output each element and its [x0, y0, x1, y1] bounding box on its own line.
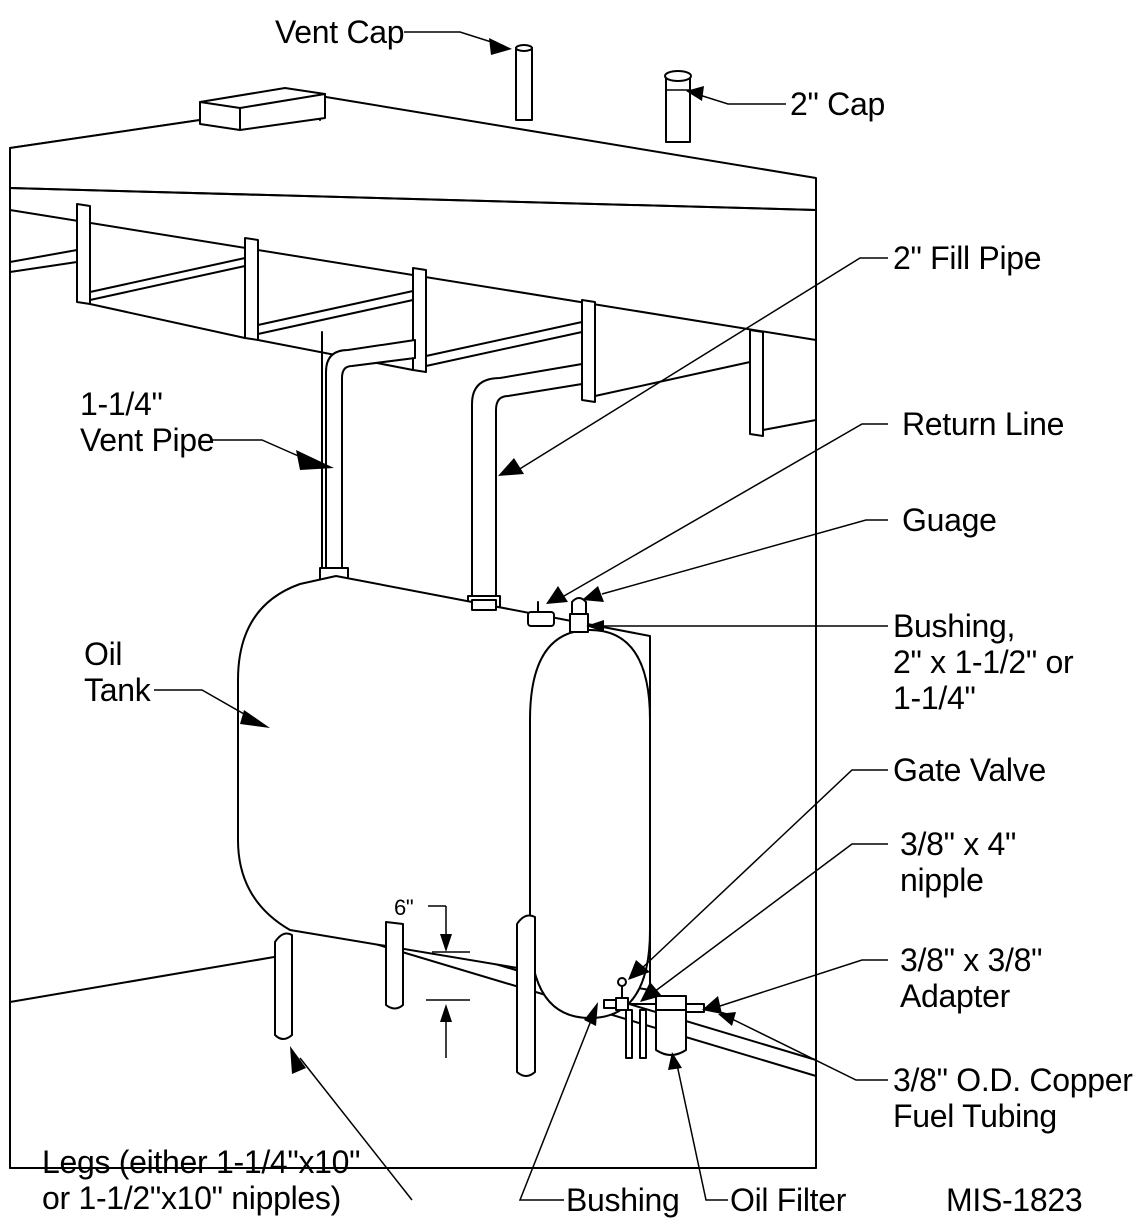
vent-cap-pipe: [515, 44, 533, 121]
floor-joists: [9, 203, 817, 437]
label-bushing-top-alt: 1-1/4": [893, 680, 976, 716]
tank-top-fittings: [527, 597, 589, 633]
oil-tank: [237, 575, 651, 1019]
label-bushing-bottom: Bushing: [566, 1182, 680, 1218]
label-vent-pipe: Vent Pipe: [80, 422, 215, 458]
label-fuel-tubing: Fuel Tubing: [893, 1098, 1057, 1134]
fill-cap-pipe: [664, 70, 692, 143]
leader-lines: [154, 31, 888, 1201]
label-vent-pipe-size: 1-1/4": [80, 386, 163, 422]
label-bushing-top: Bushing,: [893, 608, 1016, 644]
label-adapter: Adapter: [900, 978, 1010, 1014]
label-nipple-size: 3/8" x 4": [900, 826, 1017, 862]
label-tank: Tank: [84, 672, 151, 708]
label-2in-cap: 2" Cap: [790, 86, 885, 122]
bottom-fittings: [603, 977, 727, 1059]
label-gate-valve: Gate Valve: [893, 752, 1046, 788]
label-copper-tubing: 3/8" O.D. Copper: [893, 1062, 1133, 1098]
label-nipple: nipple: [900, 862, 984, 898]
label-oil: Oil: [84, 636, 123, 672]
label-vent-cap: Vent Cap: [275, 14, 405, 50]
label-fill-pipe: 2" Fill Pipe: [893, 240, 1042, 276]
label-guage: Guage: [902, 502, 997, 538]
dimension-6in: [426, 905, 470, 1058]
vent-pipe: [319, 339, 416, 587]
label-adapter-size: 3/8" x 3/8": [900, 942, 1043, 978]
label-legs: Legs (either 1-1/4"x10": [42, 1144, 361, 1180]
floor-above: [9, 87, 817, 341]
label-six-inch: 6": [394, 895, 414, 920]
label-legs-sizes: or 1-1/2"x10" nipples): [42, 1180, 341, 1216]
drawing-id: MIS-1823: [946, 1182, 1083, 1218]
tank-legs: [274, 914, 536, 1077]
label-oil-filter: Oil Filter: [730, 1182, 847, 1218]
label-return-line: Return Line: [902, 406, 1065, 442]
label-bushing-top-size: 2" x 1-1/2" or: [893, 644, 1074, 680]
